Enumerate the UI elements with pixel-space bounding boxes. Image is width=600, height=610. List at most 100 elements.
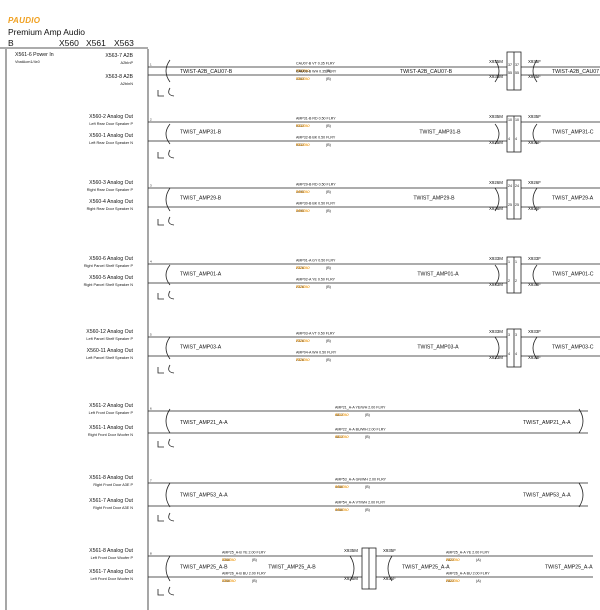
wire-note: (B) (326, 358, 331, 362)
twist-bracket-right (532, 187, 538, 212)
connector-label-f: X926F (528, 180, 541, 185)
pin-sublabel: A2bInP (121, 61, 134, 65)
twist-bracket-right (578, 408, 584, 434)
twist-bracket-right (387, 555, 393, 582)
wire-note: (A) (476, 579, 481, 583)
pin-label: X560-5 Analog Out (89, 275, 133, 281)
twist-label-right: TWIST_AMP29-A (552, 196, 594, 202)
twist-bracket-left (165, 187, 171, 212)
connector-label-m: X935M (489, 140, 503, 145)
pin-number: 4 (150, 260, 152, 264)
connector-pin: 1 (515, 260, 517, 264)
twist-bracket-right (532, 264, 538, 286)
pin-sublabel: Right Parcel Shelf Speaker N (84, 283, 134, 287)
wire-spec: AMP01-A GY 0.50 FLRY (296, 259, 336, 263)
pin-number: 1 (150, 63, 152, 67)
wire-brand-tag: PAUDIO (296, 209, 310, 213)
pin-number: 3 (150, 184, 152, 188)
connector-label-m: X935M (344, 576, 358, 581)
wire-brand-tag: PAUDIO (296, 285, 310, 289)
pin-sublabel: Right Rear Door Speaker N (87, 207, 134, 211)
wire-part: 3263 (296, 77, 304, 81)
twist-label-mid: TWIST_AMP29-B (413, 196, 455, 202)
connector-label-f: X933F (528, 329, 541, 334)
wire-brand-tag: PAUDIO (446, 558, 460, 562)
connector-label-m: X935M (489, 114, 503, 119)
connector-pin: 4 (515, 352, 517, 356)
connector-label-f: X935F (528, 74, 541, 79)
shield-curve (168, 149, 175, 159)
connector-pin: 2 (515, 279, 517, 283)
wire-note: (B) (326, 77, 331, 81)
pin-label: X563-7 A2B (105, 53, 133, 59)
pin-label: X561-1 Analog Out (89, 425, 133, 431)
connector-pin: 25 (515, 203, 519, 207)
pin-label: X560-12 Analog Out (86, 329, 133, 335)
wire-part: 2276 (296, 266, 304, 270)
wire-note: (A) (476, 558, 481, 562)
shield-stub (157, 90, 164, 97)
connector-pin: 3 (515, 333, 517, 337)
connector-pin: 55 (508, 71, 512, 75)
connector-label-m: X926M (489, 206, 503, 211)
shield-curve (168, 586, 175, 596)
connector-label-m: X935M (344, 548, 358, 553)
pin-label: X560-1 Analog Out (89, 133, 133, 139)
twist-label-left: TWIST_AMP21_A-A (180, 420, 228, 426)
connector-pin: 37 (515, 63, 519, 67)
pin-number: 5 (150, 333, 152, 337)
pin-sublabel: Left Rear Door Speaker N (89, 141, 133, 145)
twist-label-left: TWIST_AMP25_A-B (180, 565, 228, 571)
wire-spec: AMP21_A-A YE/WH 2.00 FLRY (335, 406, 386, 410)
connector-pin: 4 (508, 352, 510, 356)
pin-label: X560-4 Analog Out (89, 199, 133, 205)
wire-brand-tag: PAUDIO (296, 143, 310, 147)
wire-note: (B) (326, 143, 331, 147)
wire-brand-tag: PAUDIO (335, 413, 349, 417)
wire-brand-tag: PAUDIO (335, 508, 349, 512)
connector-label-m: X926M (489, 180, 503, 185)
shield-stub (157, 293, 164, 300)
shield-curve (168, 512, 175, 522)
connector-pin: 24 (515, 184, 519, 188)
shield-curve (168, 364, 175, 374)
wire-spec: AMP31-B RD 0.50 FLRY (296, 117, 336, 121)
pin-sublabel: VbatAcm1/4x0 (15, 60, 40, 64)
wire-part: 2276 (296, 285, 304, 289)
wire-note: (B) (365, 508, 370, 512)
shield-stub (157, 515, 164, 522)
twist-bracket-left (165, 408, 171, 434)
wire-part: 2276 (296, 339, 304, 343)
wire-part: 4460 (335, 485, 343, 489)
wire-spec: AMP26_A-A BU 2.00 FLRY (446, 572, 490, 576)
twist-bracket-left (165, 336, 171, 360)
connector-pin: 4 (508, 137, 510, 141)
wire-note: (B) (365, 435, 370, 439)
wire-spec: AMP22_A-A BU/WH 2.00 FLRY (335, 428, 386, 432)
column-x560: X560 (59, 38, 79, 48)
connector-pin: 4 (515, 137, 517, 141)
connector-pin: 1 (508, 260, 510, 264)
column-b: B (8, 38, 14, 48)
pin-label: X561-7 Analog Out (89, 498, 133, 504)
wire-part: 4460 (335, 508, 343, 512)
connector-pin: 10 (508, 118, 512, 122)
wire-brand-tag: PAUDIO (222, 558, 236, 562)
wire-brand-tag: PAUDIO (296, 266, 310, 270)
pin-label: X563-8 A2B (105, 74, 133, 80)
wire-note: (B) (326, 69, 331, 73)
twist-bracket-left (165, 482, 171, 508)
twist-label-right: TWIST_AMP01-C (552, 272, 594, 278)
twist-label-mid2: TWIST_AMP25_A-A (402, 565, 450, 571)
wire-brand-tag: PAUDIO (296, 77, 310, 81)
wire-brand-tag: PAUDIO (335, 485, 349, 489)
brand-logo: PAUDIO (8, 16, 41, 25)
twist-label-left: TWIST_AMP29-B (180, 196, 222, 202)
twist-label-left: TWIST_AMP01-A (180, 272, 222, 278)
twist-bracket-mid (494, 59, 500, 83)
connector-label-f: X933F (528, 256, 541, 261)
wire-part: 3280 (222, 579, 230, 583)
wire-note: (B) (326, 339, 331, 343)
connector-label-m: X933M (489, 329, 503, 334)
wire-spec: AMP29-B RD 0.50 FLRY (296, 183, 336, 187)
